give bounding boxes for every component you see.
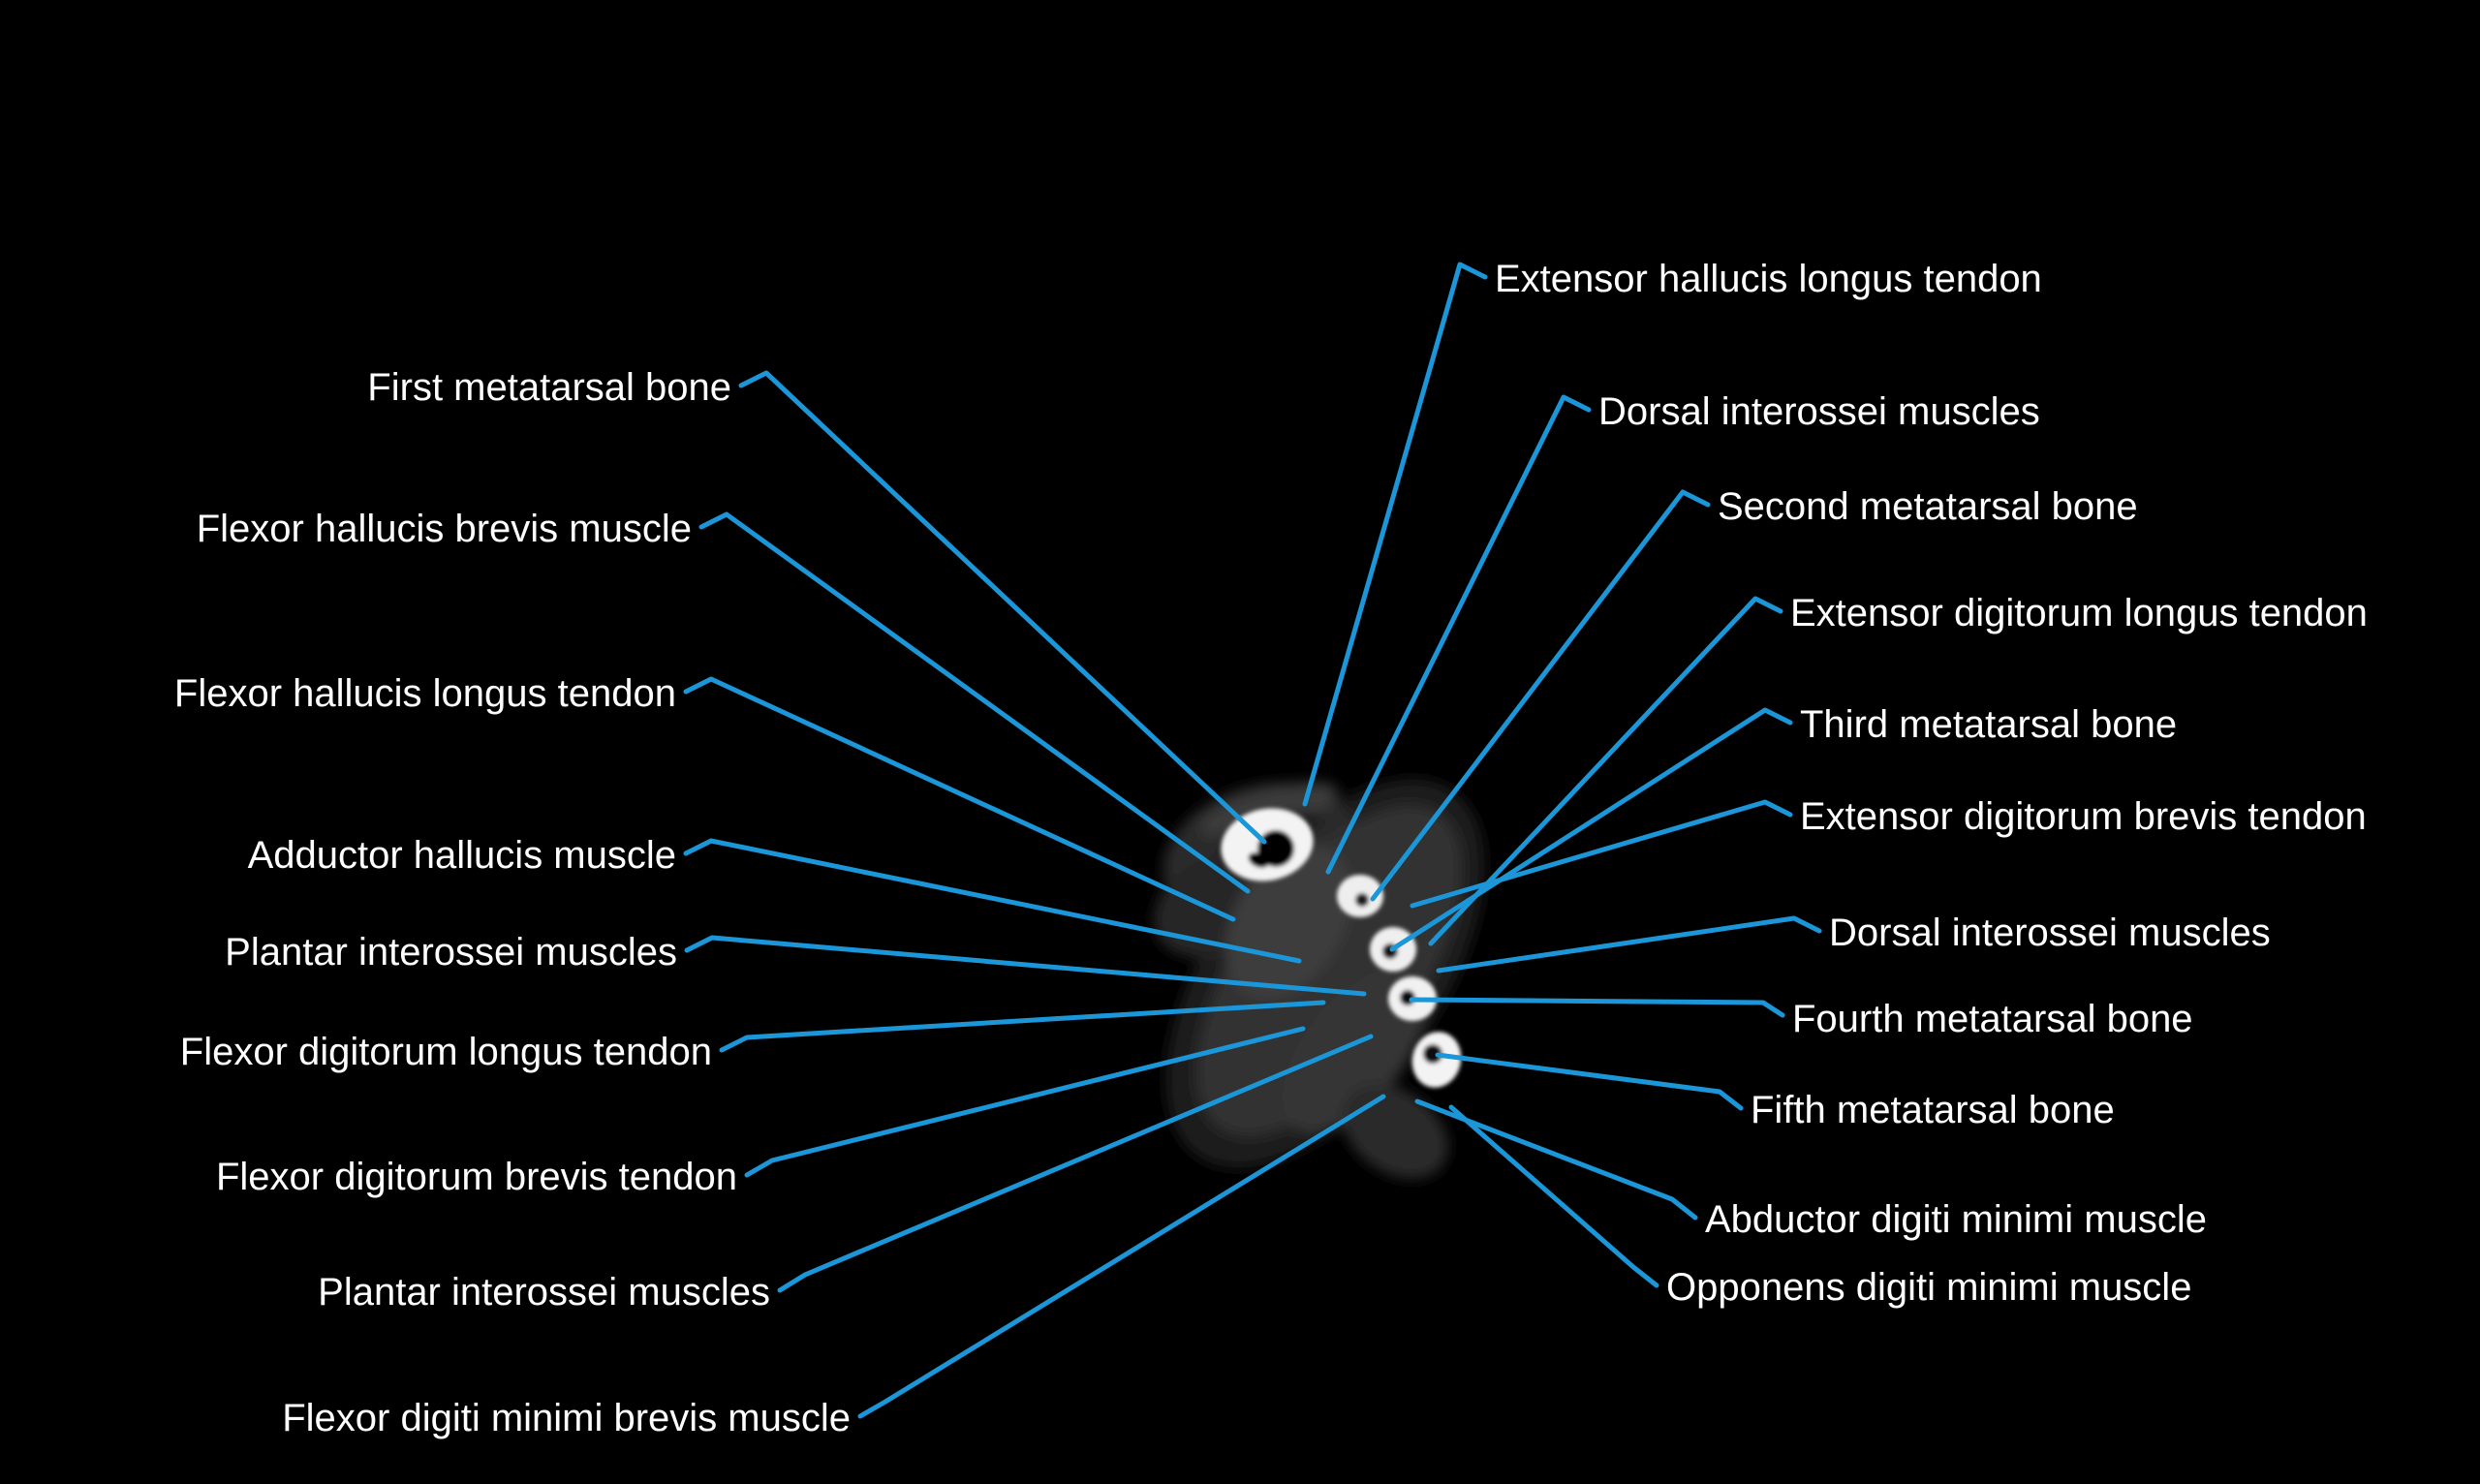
label-second-metatarsal-bone: Second metatarsal bone <box>1718 485 2138 528</box>
label-fifth-metatarsal-bone: Fifth metatarsal bone <box>1751 1089 2115 1131</box>
leader-third-metatarsal-bone <box>1389 707 1793 952</box>
leader-dorsal-interossei-upper <box>1325 394 1592 875</box>
leader-fifth-metatarsal-bone <box>1435 1052 1744 1111</box>
label-plantar-interossei-muscles-upper: Plantar interossei muscles <box>225 931 677 974</box>
fifth-metatarsal-marrow <box>1423 1044 1442 1064</box>
leader-plantar-interossei-upper <box>684 935 1367 997</box>
leader-dorsal-interossei-lower <box>1436 915 1822 974</box>
label-extensor-digitorum-brevis-tendon: Extensor digitorum brevis tendon <box>1800 795 2367 838</box>
first-metatarsal-marrow2 <box>1248 852 1269 868</box>
label-flexor-digitorum-brevis-tendon: Flexor digitorum brevis tendon <box>215 1156 737 1198</box>
leader-flexor-digitorum-brevis <box>744 1026 1306 1178</box>
leader-second-metatarsal-bone <box>1370 489 1711 902</box>
leader-extensor-digitorum-longus <box>1428 596 1783 946</box>
label-third-metatarsal-bone: Third metatarsal bone <box>1800 703 2178 746</box>
label-flexor-digitorum-longus-tendon: Flexor digitorum longus tendon <box>179 1031 712 1073</box>
label-dorsal-interossei-muscles-lower: Dorsal interossei muscles <box>1829 912 2271 954</box>
leader-flexor-hallucis-longus <box>683 676 1236 922</box>
label-adductor-hallucis-muscle: Adductor hallucis muscle <box>247 834 676 877</box>
leader-flexor-hallucis-brevis <box>698 511 1251 894</box>
label-extensor-digitorum-longus-tendon: Extensor digitorum longus tendon <box>1790 592 2368 634</box>
leader-lines-right <box>1302 262 1822 1288</box>
label-abductor-digiti-minimi-muscle: Abductor digiti minimi muscle <box>1705 1198 2207 1241</box>
leader-extensor-hallucis-longus <box>1302 262 1488 807</box>
ct-soft-tissue <box>1154 779 1485 1179</box>
label-opponens-digiti-minimi-muscle: Opponens digiti minimi muscle <box>1666 1266 2192 1309</box>
label-extensor-hallucis-longus-tendon: Extensor hallucis longus tendon <box>1495 258 2042 300</box>
leader-abductor-digiti-minimi <box>1414 1098 1698 1221</box>
label-flexor-digiti-minimi-brevis-muscle: Flexor digiti minimi brevis muscle <box>282 1397 851 1439</box>
label-flexor-hallucis-brevis-muscle: Flexor hallucis brevis muscle <box>196 508 692 550</box>
leader-opponens-digiti-minimi <box>1448 1104 1659 1288</box>
leader-flexor-digitorum-longus <box>719 1000 1326 1053</box>
label-plantar-interossei-muscles-lower: Plantar interossei muscles <box>318 1271 770 1314</box>
leader-fourth-metatarsal-bone <box>1409 997 1785 1018</box>
label-first-metatarsal-bone: First metatarsal bone <box>367 366 731 409</box>
label-dorsal-interossei-muscles-upper: Dorsal interossei muscles <box>1598 390 2040 433</box>
leader-lines-left <box>683 370 1386 1419</box>
ct-metatarsal-bones <box>1221 808 1462 1088</box>
leader-extensor-digitorum-brevis <box>1410 799 1793 909</box>
first-metatarsal-marrow <box>1257 830 1294 867</box>
second-metatarsal-marrow <box>1355 893 1369 907</box>
leader-adductor-hallucis <box>683 838 1302 964</box>
label-fourth-metatarsal-bone: Fourth metatarsal bone <box>1792 998 2193 1040</box>
leader-flexor-digiti-minimi-brevis <box>857 1094 1386 1419</box>
leader-first-metatarsal-bone <box>738 370 1267 845</box>
label-flexor-hallucis-longus-tendon: Flexor hallucis longus tendon <box>173 672 676 715</box>
leader-plantar-interossei-lower <box>777 1034 1374 1293</box>
